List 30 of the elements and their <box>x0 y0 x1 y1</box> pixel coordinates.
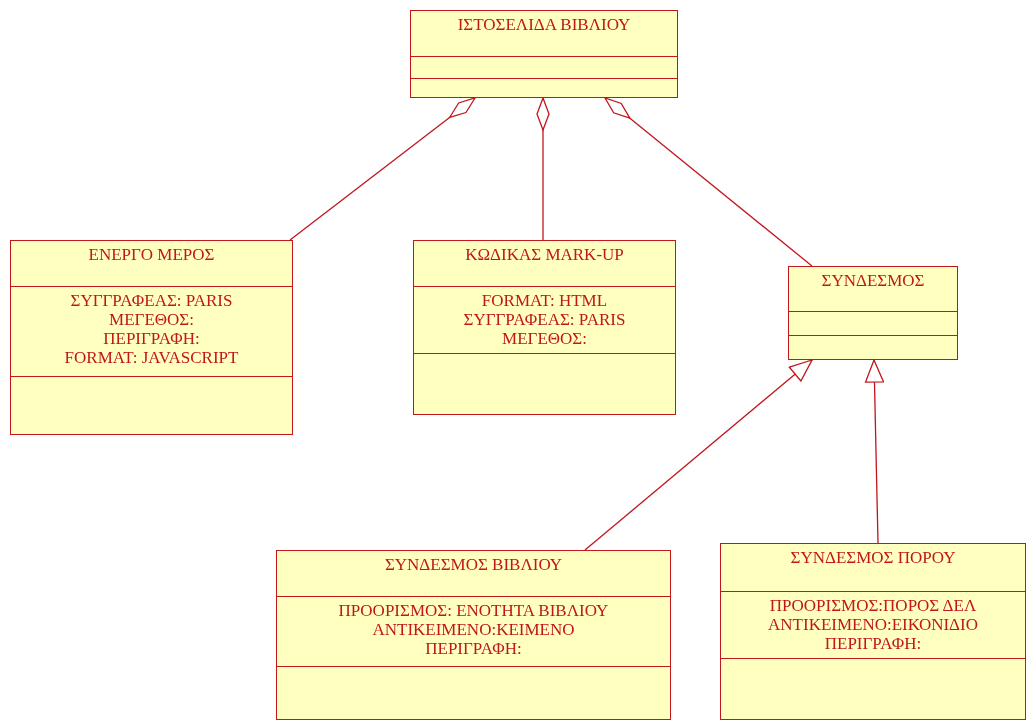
class-box <box>413 240 676 415</box>
class-box <box>410 10 678 98</box>
class-name: ΣΥΝΔΕΣΜΟΣ ΒΙΒΛΙΟΥ <box>384 555 563 575</box>
attribute-text: ΠΕΡΙΓΡΑΦΗ: <box>824 634 922 653</box>
class-box <box>720 543 1026 720</box>
class-box <box>10 240 293 435</box>
generalization-arrow <box>584 359 813 551</box>
class-name: ΣΥΝΔΕΣΜΟΣ <box>821 271 925 291</box>
class-name: ΙΣΤΟΣΕΛΙΔΑ ΒΙΒΛΙΟΥ <box>457 15 631 35</box>
class-name: ΚΩΔΙΚΑΣ MARK-UP <box>465 245 624 265</box>
class-box <box>788 266 958 360</box>
aggregation-line <box>536 97 550 241</box>
attribute-text: ΠΕΡΙΓΡΑΦΗ: <box>103 329 200 348</box>
generalization-arrow <box>864 359 885 544</box>
aggregation-line <box>604 97 813 267</box>
aggregation-line <box>289 97 476 241</box>
class-name: ΕΝΕΡΓΟ ΜΕΡΟΣ <box>88 245 215 265</box>
class-box <box>276 550 671 720</box>
attribute-text: ΣΥΓΓΡΑΦΕΑΣ: PARIS <box>463 310 626 329</box>
attribute-text: ΣΥΓΓΡΑΦΕΑΣ: PARIS <box>70 291 233 310</box>
attribute-text: ΠΡΟΟΡΙΣΜΟΣ:ΠΟΡΟΣ ΔΕΛ <box>769 596 977 615</box>
attribute-text: ΠΡΟΟΡΙΣΜΟΣ: ΕΝΟΤΗΤΑ ΒΙΒΛΙΟΥ <box>338 601 609 620</box>
attribute-text: ΜΕΓΕΘΟΣ: <box>502 329 587 348</box>
attribute-text: ΑΝΤΙΚΕΙΜΕΝΟ:ΕΙΚΟΝΙΔΙΟ <box>768 615 978 634</box>
attribute-text: ΜΕΓΕΘΟΣ: <box>109 310 194 329</box>
class-name: ΣΥΝΔΕΣΜΟΣ ΠΟΡΟΥ <box>790 548 956 568</box>
attribute-text: FORMAT: HTML <box>481 291 608 310</box>
attribute-text: FORMAT: JAVASCRIPT <box>64 348 239 367</box>
attribute-text: ΑΝΤΙΚΕΙΜΕΝΟ:ΚΕΙΜΕΝΟ <box>372 620 575 639</box>
attribute-text: ΠΕΡΙΓΡΑΦΗ: <box>425 639 522 658</box>
